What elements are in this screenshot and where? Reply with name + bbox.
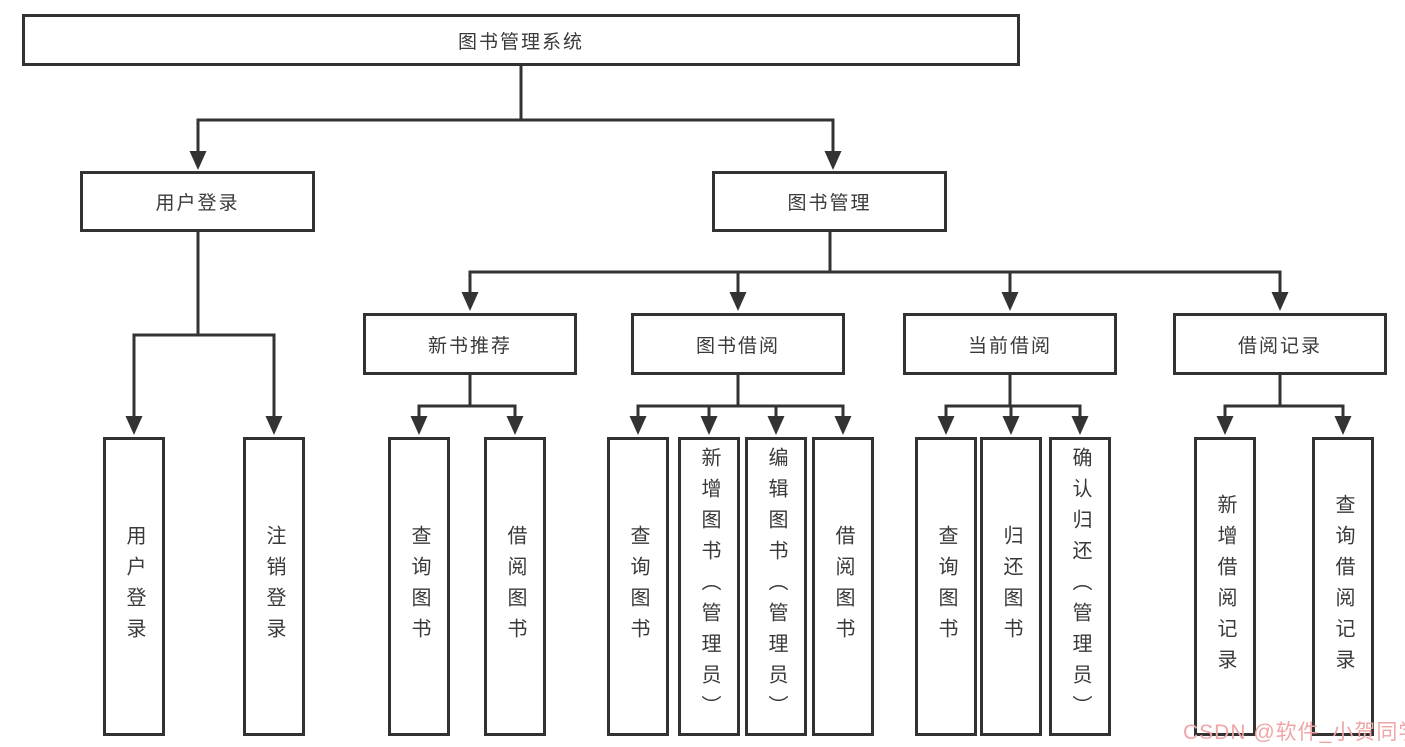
node-label: 图书管理 bbox=[787, 193, 872, 214]
node-current-borrowing: 当前借阅 bbox=[903, 313, 1117, 375]
node-label: 借阅图书 bbox=[832, 524, 854, 649]
node-label: 图书借阅 bbox=[695, 335, 780, 357]
leaf-add-borrow-record: 新增借阅记录 bbox=[1194, 437, 1256, 736]
node-label: 编辑图书（管理员） bbox=[765, 447, 787, 726]
leaf-return-books: 归还图书 bbox=[980, 437, 1042, 736]
node-label: 用户登录 bbox=[123, 524, 145, 649]
node-label: 图书管理系统 bbox=[457, 31, 584, 53]
node-label: 新增图书（管理员） bbox=[698, 447, 720, 726]
node-label: 借阅记录 bbox=[1237, 335, 1322, 357]
node-root-system: 图书管理系统 bbox=[22, 14, 1020, 66]
leaf-borrow-books: 借阅图书 bbox=[812, 437, 874, 736]
node-label: 查询图书 bbox=[408, 524, 430, 649]
node-label: 查询图书 bbox=[935, 524, 957, 649]
node-label: 新书推荐 bbox=[427, 335, 512, 357]
node-book-borrowing: 图书借阅 bbox=[631, 313, 845, 375]
leaf-user-login: 用户登录 bbox=[103, 437, 165, 736]
node-label: 新增借阅记录 bbox=[1214, 493, 1236, 680]
arrowhead-icons bbox=[125, 151, 1352, 435]
leaf-query-books-current: 查询图书 bbox=[915, 437, 977, 736]
node-label: 注销登录 bbox=[263, 524, 285, 649]
leaf-edit-books-admin: 编辑图书（管理员） bbox=[745, 437, 807, 736]
leaf-add-books-admin: 新增图书（管理员） bbox=[678, 437, 740, 736]
leaf-query-books-borrowing: 查询图书 bbox=[607, 437, 669, 736]
node-label: 查询借阅记录 bbox=[1332, 493, 1354, 680]
node-label: 查询图书 bbox=[627, 524, 649, 649]
node-borrowing-records: 借阅记录 bbox=[1173, 313, 1387, 375]
node-label: 用户登录 bbox=[155, 193, 240, 214]
leaf-borrow-books-recommend: 借阅图书 bbox=[484, 437, 546, 736]
node-book-management: 图书管理 bbox=[712, 171, 947, 232]
node-label: 借阅图书 bbox=[504, 524, 526, 649]
leaf-confirm-return-admin: 确认归还（管理员） bbox=[1049, 437, 1111, 736]
leaf-query-books-recommend: 查询图书 bbox=[388, 437, 450, 736]
node-label: 归还图书 bbox=[1000, 524, 1022, 649]
node-user-login: 用户登录 bbox=[80, 171, 315, 232]
leaf-query-borrow-record: 查询借阅记录 bbox=[1312, 437, 1374, 736]
leaf-logout: 注销登录 bbox=[243, 437, 305, 736]
node-label: 确认归还（管理员） bbox=[1069, 447, 1091, 726]
node-label: 当前借阅 bbox=[967, 335, 1052, 357]
node-new-book-recommend: 新书推荐 bbox=[363, 313, 577, 375]
csdn-watermark: CSDN @软件_小贺同学 bbox=[1183, 721, 1405, 744]
